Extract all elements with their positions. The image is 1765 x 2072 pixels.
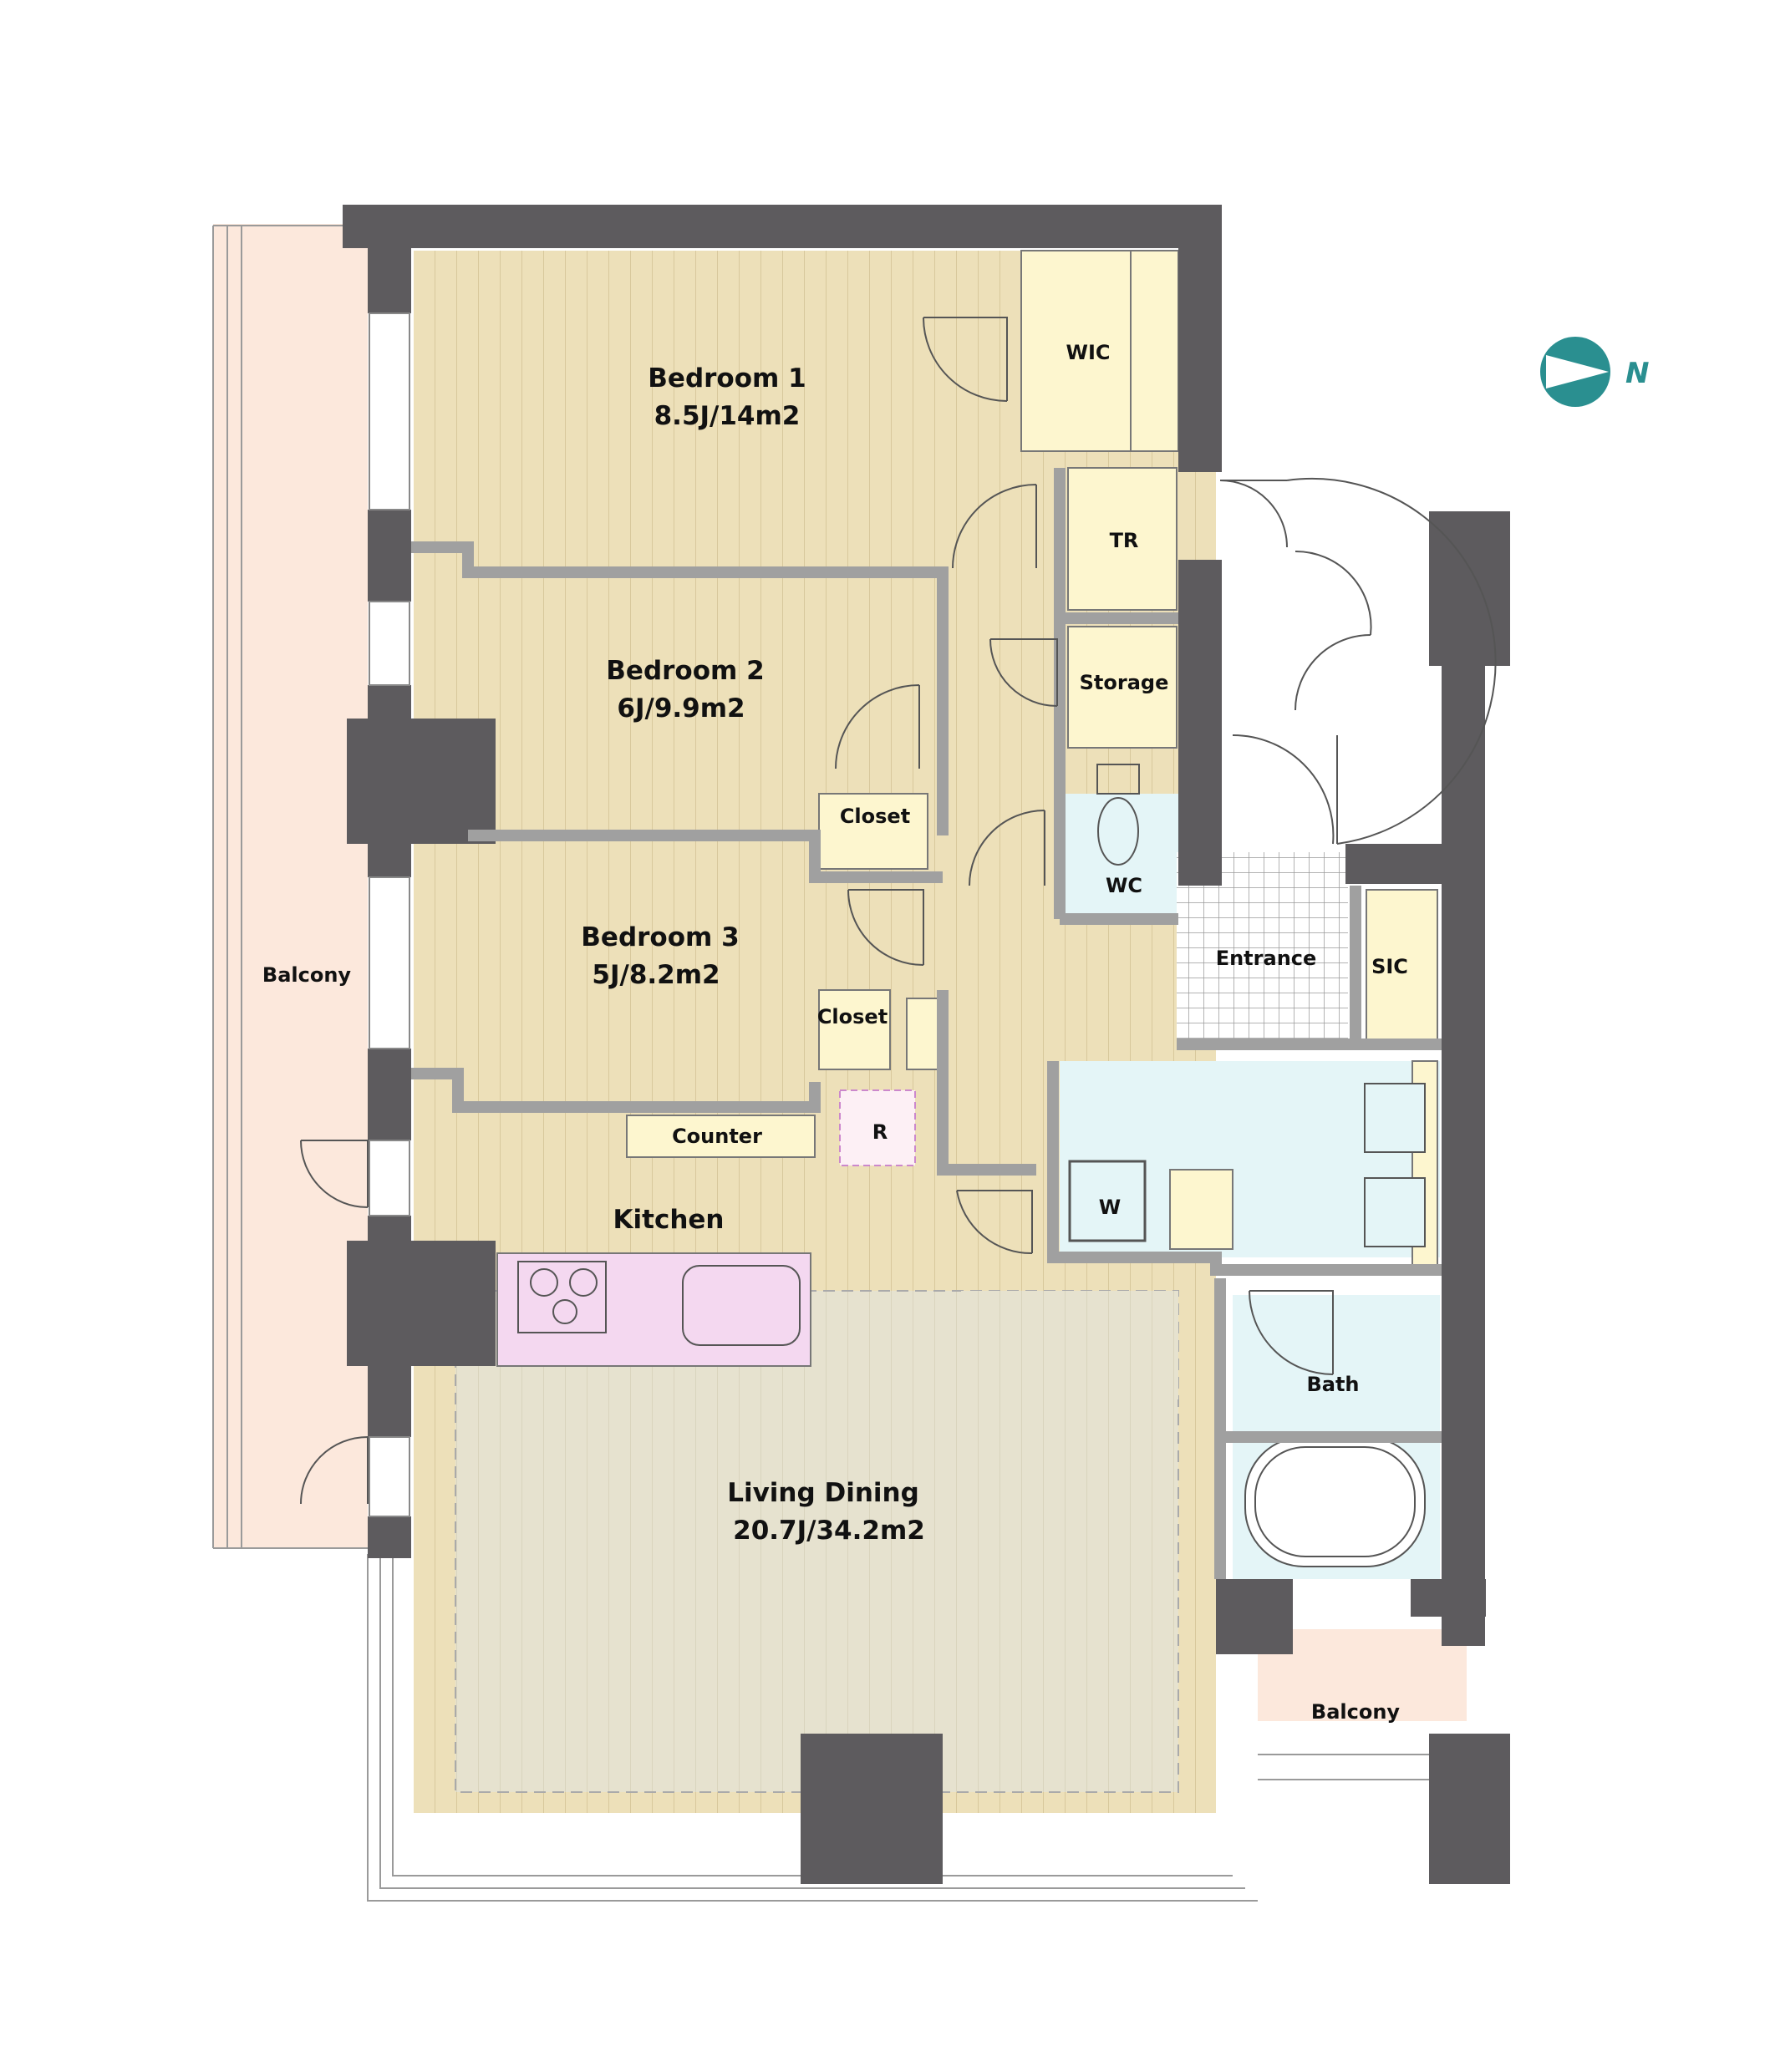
- closet2-label: Closet: [817, 1005, 888, 1028]
- wic-label: WIC: [1066, 341, 1110, 364]
- north-label: N: [1625, 357, 1649, 390]
- partitions: [411, 468, 1442, 1579]
- living-name: Living Dining: [727, 1478, 919, 1508]
- closet1-label: Closet: [840, 805, 910, 828]
- washer-icon: [1068, 1160, 1147, 1242]
- bedroom2-size: 6J/9.9m2: [617, 693, 745, 724]
- sink-icon: [682, 1265, 801, 1346]
- stove-burner-icon: [530, 1268, 558, 1297]
- bedroom2-name: Bedroom 2: [606, 656, 764, 686]
- bedroom3-name: Bedroom 3: [581, 922, 739, 952]
- stove-burner-icon: [569, 1268, 598, 1297]
- east-balcony: [1258, 1629, 1467, 1780]
- storage-label: Storage: [1080, 671, 1169, 694]
- entrance-label: Entrance: [1216, 947, 1317, 970]
- north-arrow-icon: N: [1540, 337, 1649, 407]
- bathtub: [1244, 1436, 1426, 1567]
- bedroom1-size: 8.5J/14m2: [654, 401, 801, 431]
- tr-label: TR: [1110, 529, 1139, 552]
- bedroom3-size: 5J/8.2m2: [592, 960, 720, 990]
- washer-label: W: [1099, 1196, 1121, 1219]
- refrigerator-label: R: [872, 1120, 888, 1144]
- toilet-icon: [1096, 764, 1140, 866]
- stove-burner-icon: [552, 1299, 577, 1324]
- closets: [626, 250, 1438, 1275]
- bath-label: Bath: [1306, 1373, 1359, 1396]
- washbasins: [1364, 1083, 1426, 1247]
- wc-floor: [1060, 794, 1181, 919]
- living-size: 20.7J/34.2m2: [733, 1516, 925, 1546]
- west-balcony: [212, 224, 368, 1549]
- kitchen-counter: [496, 1252, 811, 1367]
- wc-label: WC: [1106, 874, 1142, 897]
- refrigerator-icon: [839, 1089, 916, 1166]
- door-swings: [300, 317, 1497, 1505]
- south-balcony-rail: [367, 1554, 1258, 1902]
- counter-label: Counter: [672, 1125, 762, 1148]
- kitchen-rug: [961, 1291, 1178, 1399]
- windows: [369, 312, 410, 1517]
- sic-label: SIC: [1371, 955, 1408, 978]
- west-balcony-label: Balcony: [262, 963, 352, 987]
- bedroom1-name: Bedroom 1: [648, 363, 806, 394]
- walls: [343, 205, 1510, 1884]
- east-balcony-label: Balcony: [1311, 1700, 1401, 1724]
- kitchen-label: Kitchen: [613, 1205, 724, 1235]
